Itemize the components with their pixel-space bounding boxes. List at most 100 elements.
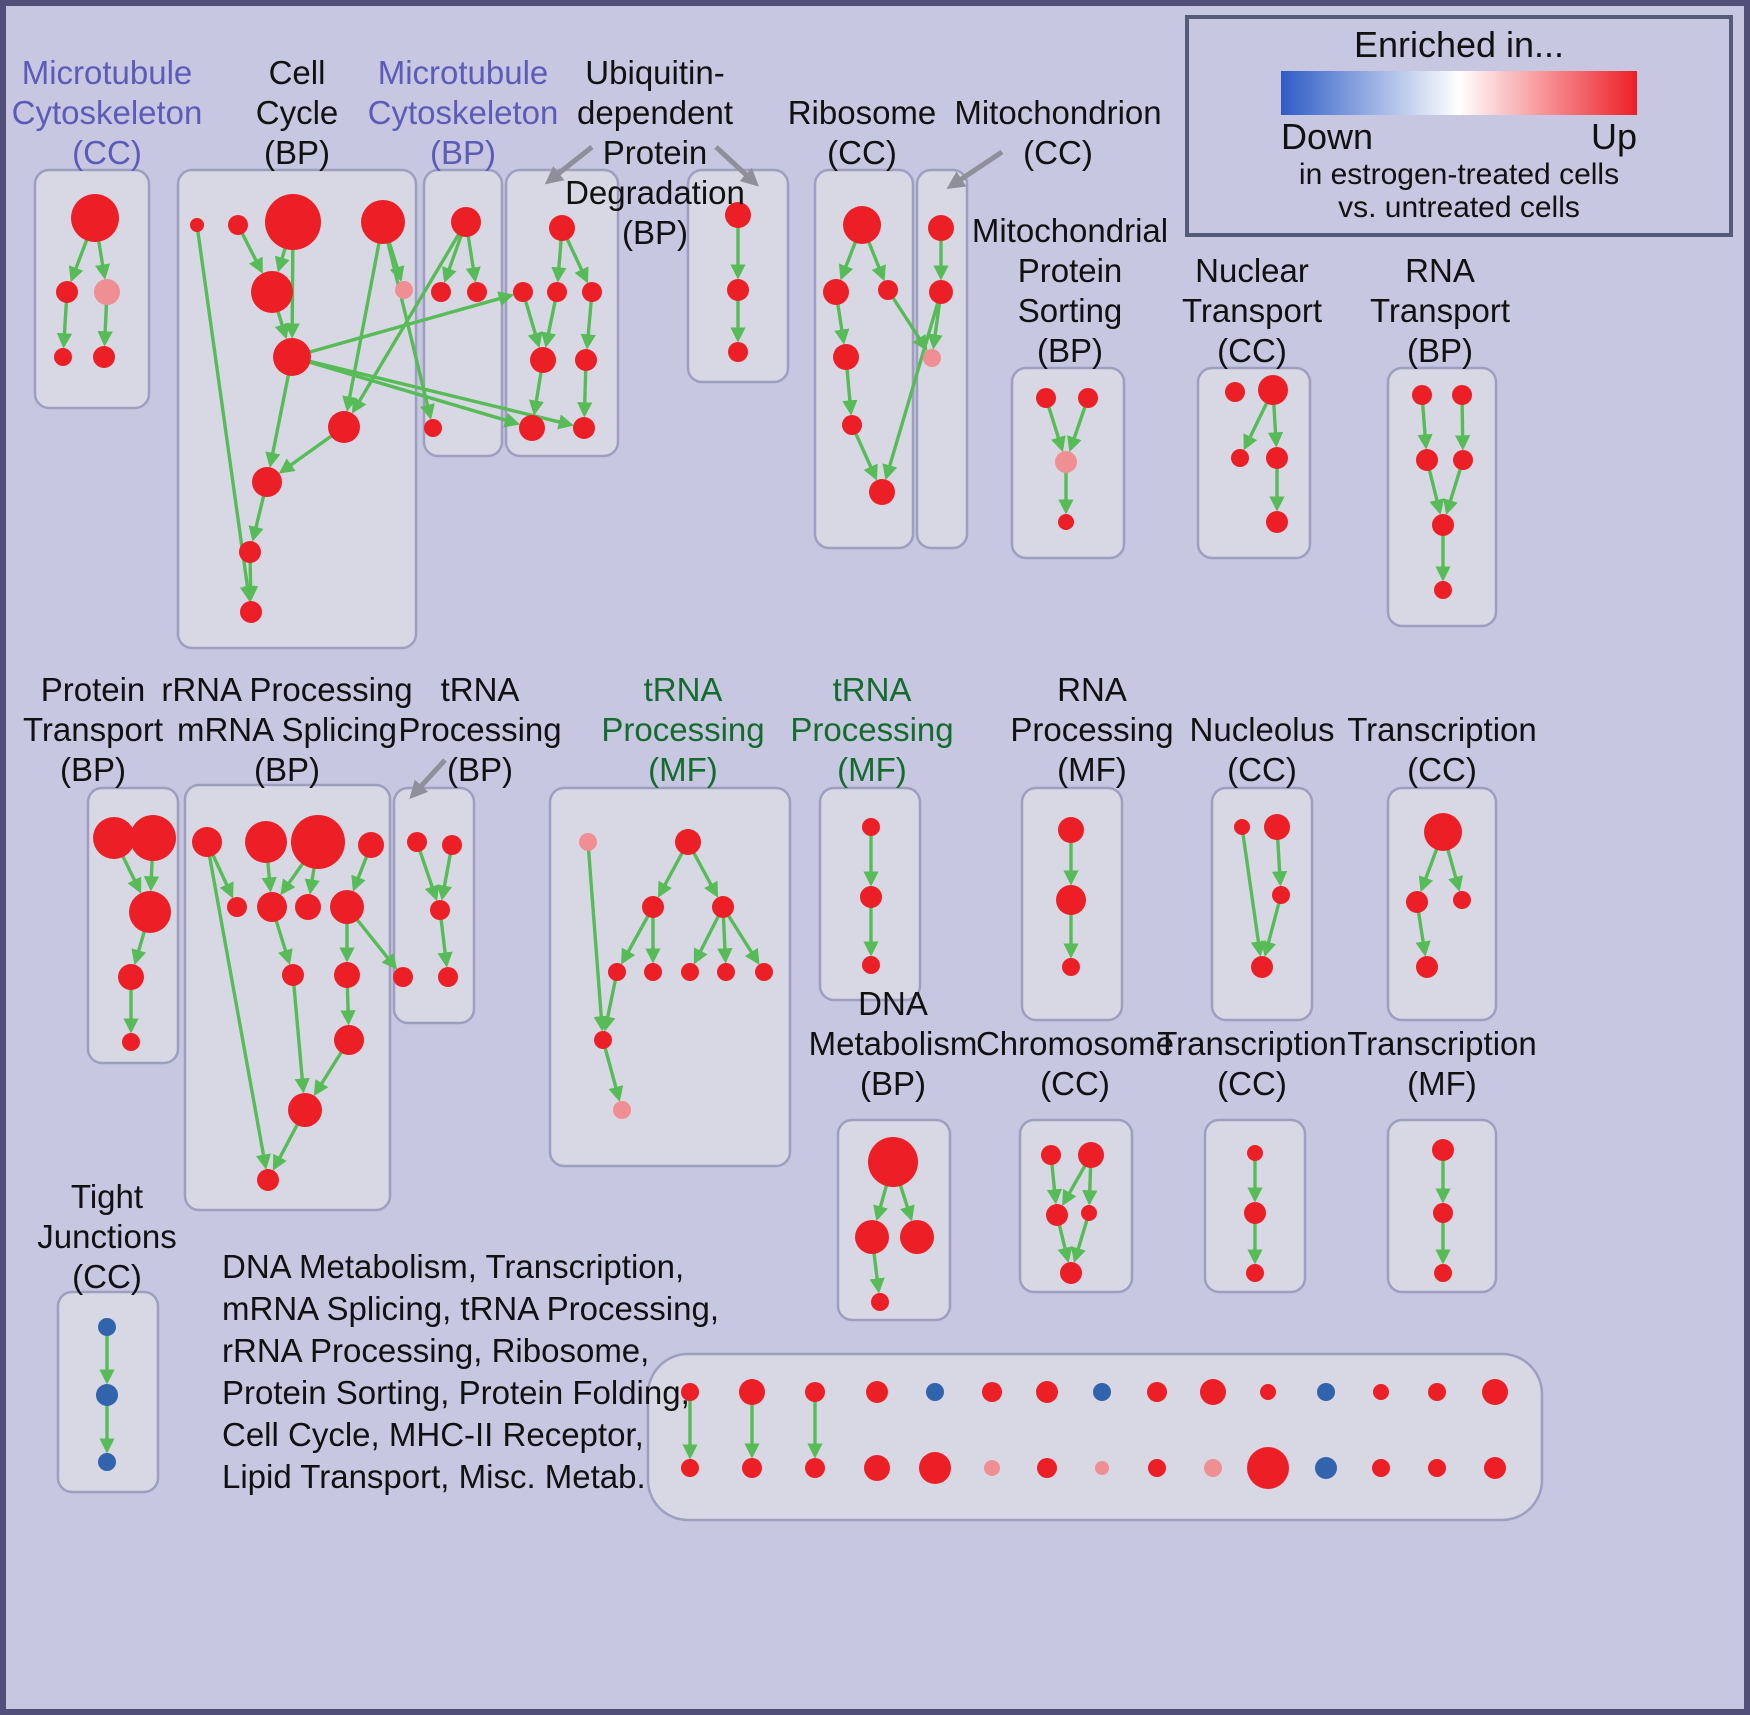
go-term-node [1452,385,1472,405]
cluster-box-mitochondrion-cc [915,168,969,550]
go-term-node [328,411,360,443]
edge-arrow [381,221,435,420]
go-term-node [1434,581,1452,599]
legend: Enriched in... Down Up in estrogen-treat… [1185,15,1733,237]
go-term-node [1258,375,1288,405]
go-term-node [295,894,321,920]
go-term-node [1204,1459,1222,1477]
go-term-node [1372,1459,1390,1477]
annotation-arrow [946,149,1004,189]
go-term-node [608,963,626,981]
go-term-node [251,271,293,313]
legend-down-label: Down [1281,116,1374,157]
go-term-node [240,601,262,623]
go-term-node [549,215,575,241]
go-term-node [519,415,545,441]
go-term-node [1147,1382,1167,1402]
go-term-node [1056,885,1086,915]
go-term-node [1081,1205,1097,1221]
go-term-node [1058,514,1074,530]
go-term-node [675,829,701,855]
go-term-node [334,1025,364,1055]
go-term-node [1266,447,1288,469]
misc-categories-text: DNA Metabolism, Transcription, mRNA Spli… [222,1246,719,1498]
go-term-node [393,967,413,987]
go-term-node [71,194,119,242]
go-term-node [868,1137,918,1187]
go-term-node [1095,1461,1109,1475]
go-term-node [805,1458,825,1478]
go-term-node [727,279,749,301]
edge-arrow [1240,826,1266,957]
go-term-node [94,279,120,305]
go-term-node [1036,388,1056,408]
go-term-node [1041,1145,1061,1165]
go-term-node [1037,1458,1057,1478]
go-term-node [1078,388,1098,408]
go-term-node [442,835,462,855]
legend-subtitle-2: vs. untreated cells [1338,191,1580,224]
go-term-node [1055,451,1077,473]
go-term-node [1260,1384,1276,1400]
go-term-node [860,886,882,908]
go-term-node [56,281,78,303]
go-term-node [1315,1457,1337,1479]
go-term-node [1078,1142,1104,1168]
go-term-node [395,281,413,299]
go-term-node [265,194,321,250]
go-term-node [1046,1204,1068,1226]
go-term-node [728,342,748,362]
go-term-node [1453,891,1471,909]
go-term-node [1234,819,1250,835]
edge-arrow [351,221,468,414]
go-term-node [869,479,895,505]
go-term-node [613,1101,631,1119]
go-term-node [1453,450,1473,470]
go-term-node [579,833,597,851]
go-term-node [1060,1262,1082,1284]
go-term-node [424,419,442,437]
edge-arrow [886,289,928,351]
go-term-node [1424,813,1462,851]
go-term-node [1246,1264,1264,1282]
go-term-node [823,279,849,305]
label-mitochondrion-cc: Mitochondrion(CC) [954,94,1161,171]
go-term-node [358,832,384,858]
go-term-node [431,282,451,302]
go-term-node [928,215,954,241]
go-term-node [330,890,364,924]
go-term-node [843,206,881,244]
go-term-node [334,962,360,988]
go-term-node [282,964,304,986]
go-term-node [717,963,735,981]
cluster-box-rna-transport-bp [1386,366,1498,628]
go-term-node [361,200,405,244]
go-term-node [582,282,602,302]
go-term-node [926,1383,944,1401]
annotation-arrow [409,758,447,799]
go-term-node [984,1460,1000,1476]
misc-text-line: Cell Cycle, MHC-II Receptor, [222,1416,644,1453]
go-term-node [712,896,734,918]
go-term-node [288,1093,322,1127]
go-term-node [862,818,880,836]
go-term-node [547,282,567,302]
go-term-node [98,1453,116,1471]
go-term-node [1247,1145,1263,1161]
go-term-node [1264,814,1290,840]
cluster-box-nuclear-transport-cc [1196,366,1312,560]
label-chromosome-cc: Chromosome(CC) [976,1025,1174,1102]
go-term-node [855,1220,889,1254]
go-term-node [1433,1203,1453,1223]
go-term-node [1225,382,1245,402]
go-term-node [93,817,135,859]
go-term-node [923,349,941,367]
go-term-node [451,207,481,237]
